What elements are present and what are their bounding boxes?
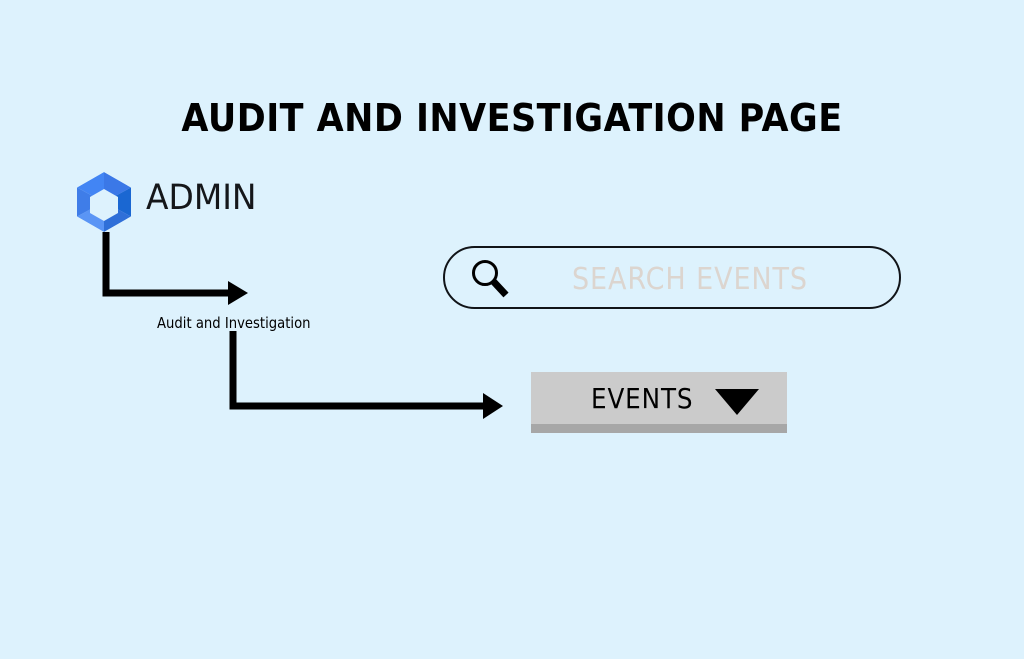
caret-down-icon[interactable] xyxy=(715,389,759,415)
search-input-placeholder[interactable]: SEARCH EVENTS xyxy=(572,262,808,297)
admin-brand: ADMIN xyxy=(72,170,272,238)
search-events-field[interactable]: SEARCH EVENTS xyxy=(443,246,901,309)
search-icon[interactable] xyxy=(468,258,512,300)
arrow-admin-to-audit xyxy=(102,232,248,305)
arrow-audit-to-events xyxy=(229,331,503,419)
admin-label: ADMIN xyxy=(146,178,257,218)
page-title: AUDIT AND INVESTIGATION PAGE xyxy=(181,96,843,140)
events-dropdown[interactable]: EVENTS xyxy=(531,372,787,433)
google-admin-hexagon-icon xyxy=(77,172,131,232)
branch-caption-audit-and-investigation: Audit and Investigation xyxy=(157,314,311,332)
events-dropdown-label: EVENTS xyxy=(591,382,694,415)
